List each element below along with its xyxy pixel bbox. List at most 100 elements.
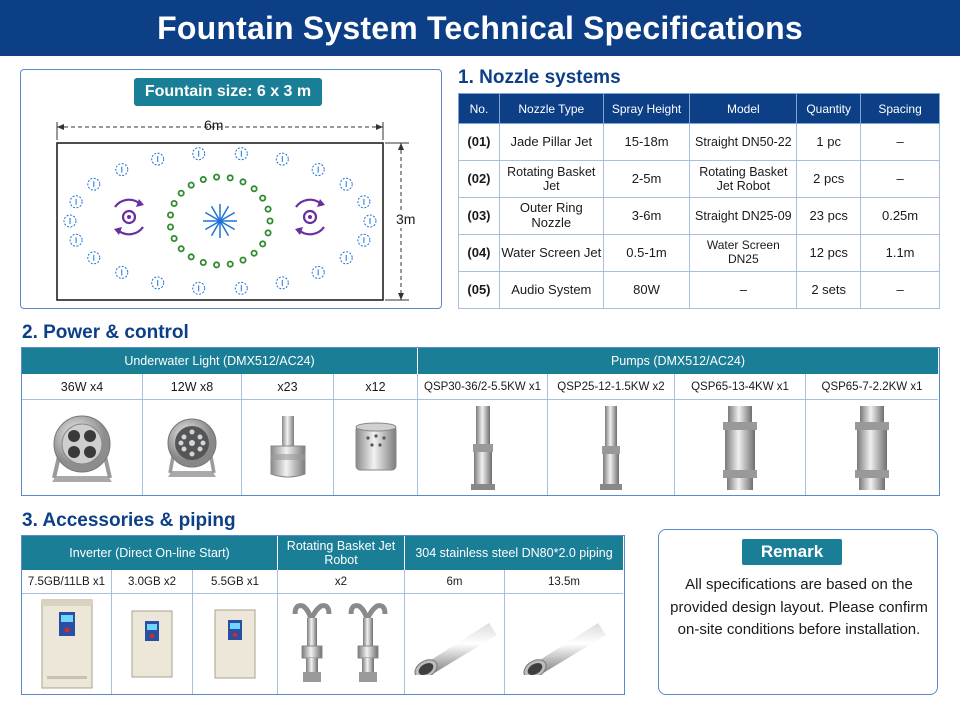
pipe-6m-label: 6m	[405, 570, 505, 594]
light-36w-image	[22, 400, 143, 495]
robot-center	[308, 215, 312, 219]
outer-ring-nozzle	[213, 261, 221, 269]
fountain-layout-panel: Fountain size: 6 x 3 m 6m 3m	[20, 69, 442, 309]
cell-model: Water Screen DN25	[689, 234, 798, 272]
outer-ring-nozzle	[166, 223, 174, 231]
accessories-table: Inverter (Direct On-line Start) Rotating…	[21, 535, 625, 695]
header-nozzle-type: Nozzle Type	[498, 93, 604, 124]
cell-height: 80W	[602, 271, 691, 309]
rotation-arrow	[114, 198, 140, 208]
cell-type: Audio System	[498, 271, 604, 309]
header-quantity: Quantity	[796, 93, 862, 124]
cell-height: 3-6m	[602, 197, 691, 235]
nozzle-screen-image	[334, 400, 418, 495]
nozzle-x12-label: x12	[334, 374, 418, 400]
outer-ring-nozzle	[259, 194, 267, 202]
width-label: 6m	[204, 117, 224, 133]
inverter-3-label: 5.5GB x1	[193, 570, 278, 594]
outer-ring-nozzle	[239, 178, 247, 186]
water-screen-nozzle	[311, 265, 325, 279]
power-control-table: Underwater Light (DMX512/AC24) Pumps (DM…	[21, 347, 940, 496]
robot-label: x2	[278, 570, 405, 594]
jade-pillar-jet-ray	[210, 220, 221, 237]
header-model: Model	[689, 93, 798, 124]
cell-no: (01)	[458, 123, 500, 161]
inverter-1-label: 7.5GB/11LB x1	[22, 570, 112, 594]
rotation-arrow	[299, 226, 325, 236]
arrow-down-icon	[398, 293, 404, 300]
cell-spacing: –	[860, 123, 940, 161]
fountain-size-badge: Fountain size: 6 x 3 m	[134, 78, 322, 106]
jade-pillar-jet-ray	[204, 220, 221, 231]
pump-qsp65-13-image	[675, 400, 806, 495]
cell-spacing: 1.1m	[860, 234, 940, 272]
outer-ring-nozzle	[250, 185, 258, 193]
cell-type: Jade Pillar Jet	[498, 123, 604, 161]
water-screen-nozzle	[63, 214, 77, 228]
pump-qsp25-label: QSP25-12-1.5KW x2	[548, 374, 675, 400]
outer-ring-nozzle	[213, 173, 221, 181]
cell-no: (04)	[458, 234, 500, 272]
nozzle-straight-image	[242, 400, 334, 495]
robot-header: Rotating Basket Jet Robot	[278, 536, 405, 570]
outer-ring-nozzle	[226, 174, 234, 182]
arrow-head-icon	[114, 227, 122, 235]
outer-ring-nozzle	[239, 256, 247, 264]
inverter-2-label: 3.0GB x2	[112, 570, 193, 594]
table-header-row: No. Nozzle Type Spray Height Model Quant…	[458, 93, 940, 124]
water-screen-nozzle	[87, 177, 101, 191]
outer-ring-nozzle	[199, 176, 207, 184]
outer-ring-nozzle	[250, 249, 258, 257]
cell-model: Straight DN25-09	[689, 197, 798, 235]
cell-no: (02)	[458, 160, 500, 198]
underwater-light-header: Underwater Light (DMX512/AC24)	[22, 348, 418, 374]
cell-spacing: 0.25m	[860, 197, 940, 235]
inverter-medium-image	[112, 594, 193, 694]
water-screen-nozzle	[69, 233, 83, 247]
table-row: (02) Rotating Basket Jet 2-5m Rotating B…	[458, 160, 940, 198]
outer-ring-nozzle	[259, 240, 267, 248]
cell-height: 0.5-1m	[602, 234, 691, 272]
fountain-layout-diagram	[56, 122, 409, 301]
jade-pillar-jet-ray	[210, 205, 221, 222]
outer-ring-nozzle	[170, 234, 178, 242]
cell-model: –	[689, 271, 798, 309]
outer-ring-nozzle	[177, 245, 185, 253]
outer-ring-nozzle	[264, 229, 272, 237]
light-12w-image	[143, 400, 242, 495]
water-screen-nozzle	[234, 147, 248, 161]
water-screen-nozzle	[275, 152, 289, 166]
jade-pillar-jet-ray	[219, 220, 236, 231]
outer-ring-nozzle	[226, 260, 234, 268]
remark-text: All specifications are based on the prov…	[670, 576, 928, 638]
outer-ring-nozzle	[199, 258, 207, 266]
cell-qty: 23 pcs	[796, 197, 862, 235]
header-spacing: Spacing	[860, 93, 940, 124]
remark-title: Remark	[742, 539, 842, 565]
robot-center	[127, 215, 131, 219]
outer-ring-nozzle	[187, 253, 195, 261]
jade-pillar-jet-ray	[204, 211, 221, 222]
arrow-head-icon	[295, 227, 303, 235]
light-36w-label: 36W x4	[22, 374, 143, 400]
water-screen-nozzle	[363, 214, 377, 228]
table-row: (03) Outer Ring Nozzle 3-6m Straight DN2…	[458, 197, 940, 235]
outer-ring-nozzle	[264, 205, 272, 213]
rotating-basket-robot	[121, 209, 137, 225]
water-screen-nozzle	[192, 147, 206, 161]
cell-qty: 2 sets	[796, 271, 862, 309]
arrow-left-icon	[57, 124, 64, 130]
outer-ring-nozzle	[187, 181, 195, 189]
water-screen-nozzle	[115, 163, 129, 177]
cell-qty: 1 pc	[796, 123, 862, 161]
water-screen-nozzle	[151, 152, 165, 166]
table-row: (04) Water Screen Jet 0.5-1m Water Scree…	[458, 234, 940, 272]
nozzle-layout	[63, 147, 377, 295]
cell-no: (03)	[458, 197, 500, 235]
cell-type: Rotating Basket Jet	[498, 160, 604, 198]
cell-spacing: –	[860, 271, 940, 309]
pump-qsp65-13-label: QSP65-13-4KW x1	[675, 374, 806, 400]
outer-ring-nozzle	[170, 199, 178, 207]
water-screen-nozzle	[87, 251, 101, 265]
robot-image	[278, 594, 405, 694]
